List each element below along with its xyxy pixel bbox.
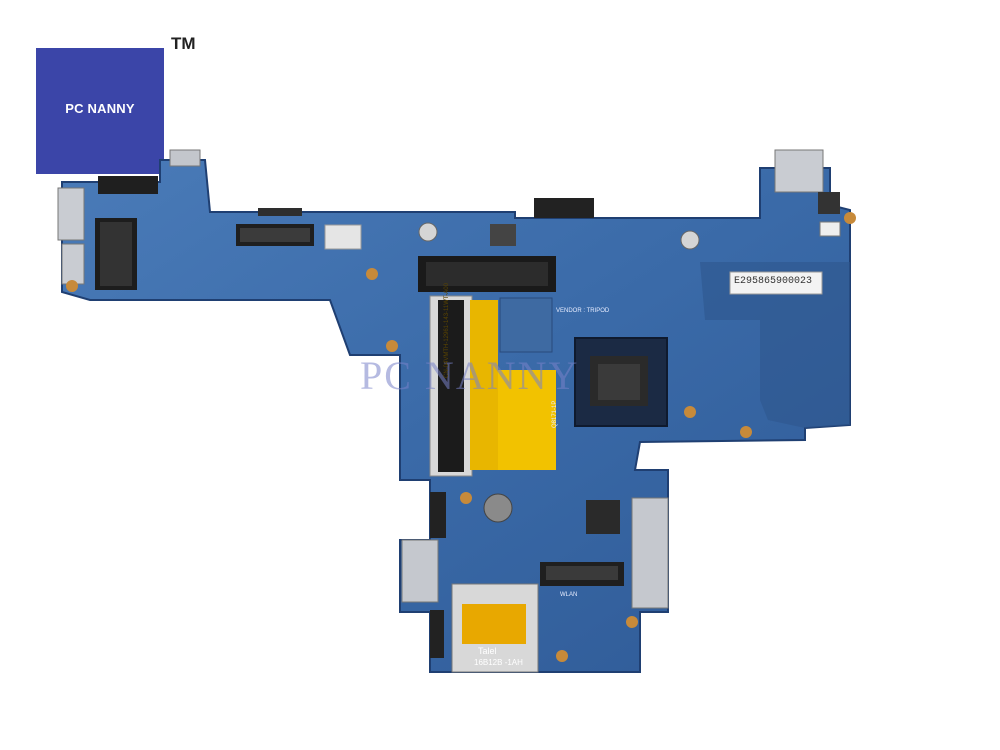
trademark-mark: TM: [171, 34, 196, 53]
ethernet-chip-label-bottom: 16B12B -1AH: [474, 658, 523, 667]
wlan-slot-label: WLAN: [560, 592, 578, 598]
ethernet-chip-label-top: Talel: [478, 646, 497, 656]
store-logo-text: PC NANNY: [65, 101, 135, 116]
watermark-text: PC NANNY: [360, 353, 580, 398]
cpu-side-label: Q8171-1P: [552, 400, 558, 428]
serial-sticker-label: E295865900023: [734, 276, 813, 287]
store-logo-box: [36, 48, 164, 174]
slot-vendor-label: VENDOR : TRIPOD: [556, 308, 610, 314]
ram-module-label: CN-04VMTH-12961-143-11WT-A00: [444, 283, 450, 378]
